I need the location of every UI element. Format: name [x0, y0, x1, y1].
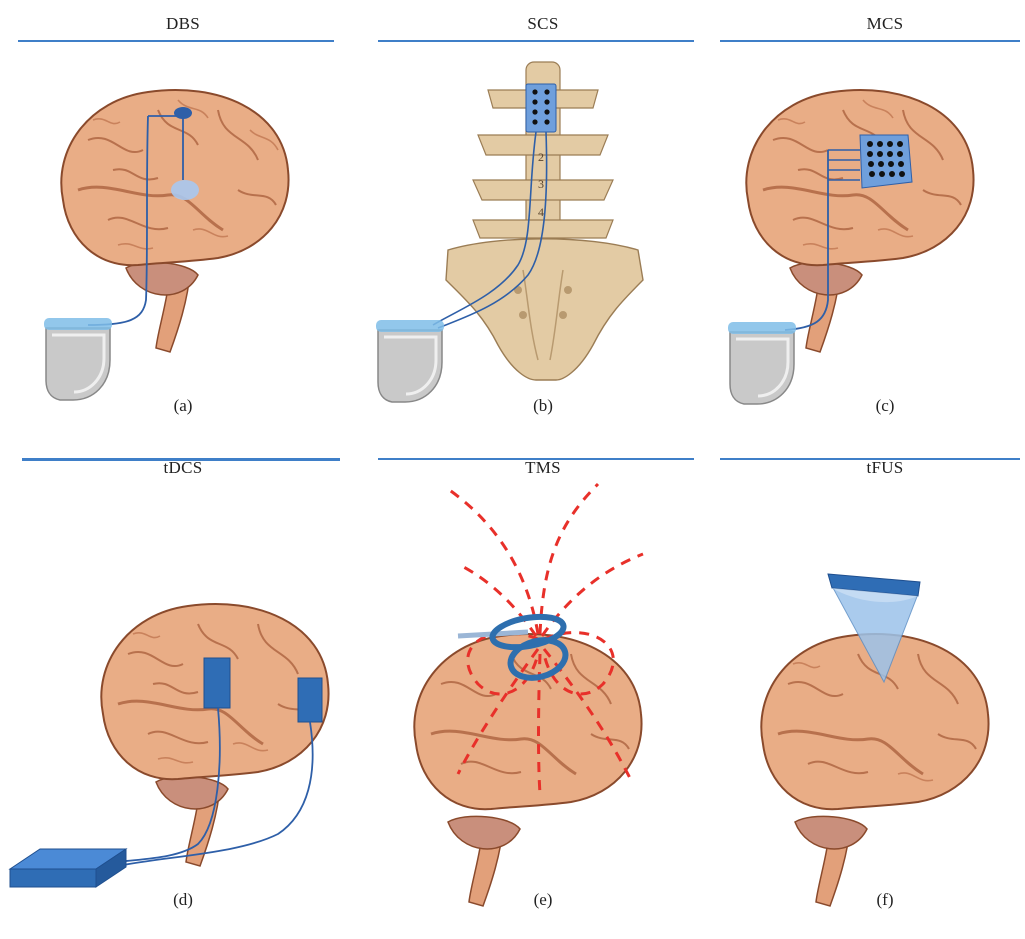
brain-image — [61, 90, 288, 352]
dbs-illustration — [18, 0, 348, 420]
panel-mcs: MCS (c) — [720, 0, 1025, 470]
scs-illustration: 2 3 4 — [378, 0, 708, 420]
brain-image — [746, 90, 973, 352]
stimulator-box-icon — [10, 849, 126, 887]
mcs-illustration — [720, 0, 1025, 420]
panel-scs: SCS 2 3 4 (b) — [378, 0, 708, 470]
tfus-illustration — [720, 444, 1025, 914]
panel-caption: (b) — [378, 396, 708, 416]
vertebra-label: 4 — [538, 205, 544, 219]
panel-caption: (a) — [18, 396, 348, 416]
panel-caption: (e) — [378, 890, 708, 910]
cathode-electrode — [298, 678, 322, 722]
panel-tdcs: tDCS (d) — [18, 444, 348, 914]
pulse-generator-icon — [376, 320, 444, 402]
panel-caption: (c) — [720, 396, 1025, 416]
brain-image — [101, 604, 328, 866]
deep-electrode-target — [171, 180, 199, 200]
vertebra-label: 3 — [538, 177, 544, 191]
panel-tms: TMS (e) — [378, 444, 708, 914]
panel-dbs: DBS (a) — [18, 0, 348, 470]
panel-caption: (d) — [18, 890, 348, 910]
brain-image — [761, 634, 988, 906]
tdcs-illustration — [18, 444, 348, 914]
pulse-generator-icon — [728, 322, 796, 404]
burr-hole-cap — [174, 107, 192, 119]
cortical-grid-electrode-icon — [860, 135, 912, 188]
vertebra-label: 2 — [538, 150, 544, 164]
panel-tfus: tFUS (f) — [720, 444, 1025, 914]
anode-electrode — [204, 658, 230, 708]
paddle-electrode-icon — [526, 84, 556, 132]
panel-caption: (f) — [720, 890, 1025, 910]
tms-illustration — [378, 444, 708, 914]
pulse-generator-icon — [44, 318, 112, 400]
